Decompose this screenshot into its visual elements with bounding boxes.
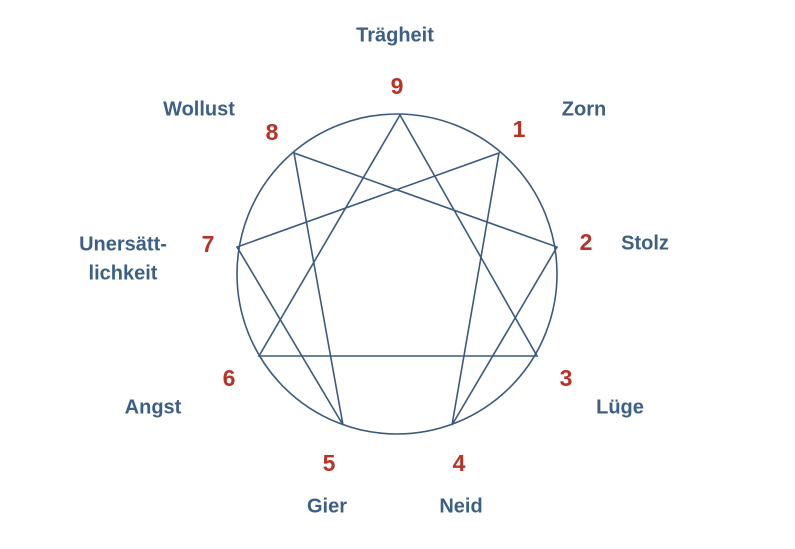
inner-triangle (257, 113, 539, 357)
point-number-9: 9 (391, 73, 404, 99)
point-label-8: Wollust (163, 98, 235, 120)
point-label-2: Stolz (621, 232, 669, 254)
point-number-1: 1 (513, 116, 526, 142)
point-label-1: Zorn (562, 98, 606, 120)
point-number-7: 7 (202, 231, 215, 257)
inner-hexad (235, 151, 559, 426)
point-number-4: 4 (453, 450, 466, 476)
point-label-5: Gier (307, 495, 347, 517)
point-label-6: Angst (125, 396, 182, 418)
point-number-2: 2 (580, 229, 593, 255)
connection-lines (235, 113, 559, 435)
point-label-7-line-2: lichkeit (89, 262, 158, 284)
point-number-6: 6 (223, 365, 236, 391)
outer-circle (236, 113, 558, 435)
point-label-7-line-1: Unersätt- (79, 233, 167, 255)
point-number-5: 5 (323, 450, 336, 476)
point-label-9: Trägheit (356, 24, 434, 46)
point-label-4: Neid (439, 495, 482, 517)
point-label-3: Lüge (596, 396, 644, 418)
point-number-3: 3 (560, 365, 573, 391)
point-number-8: 8 (266, 119, 279, 145)
